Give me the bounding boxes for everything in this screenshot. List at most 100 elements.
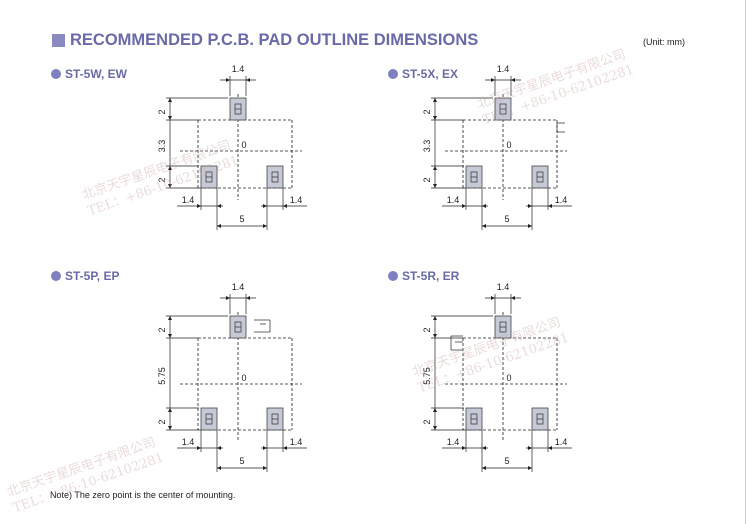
dim-arrow — [283, 446, 287, 450]
dim-arrow — [168, 426, 172, 430]
top-pad — [494, 97, 512, 121]
dim-arrow — [528, 204, 532, 208]
dim-arrow — [462, 204, 466, 208]
dim-bottom-pad-height-label: 2 — [422, 177, 432, 182]
dim-arrow — [226, 78, 230, 82]
dim-top-pad-height-label: 2 — [422, 109, 432, 114]
dim-top-pad-height-label: 2 — [422, 327, 432, 332]
dim-arrow — [511, 78, 515, 82]
dim-arrow — [433, 98, 437, 102]
dim-arrow — [217, 204, 221, 208]
dim-arrow — [246, 78, 250, 82]
dim-arrow — [263, 224, 267, 228]
dim-total-width-label: 5 — [239, 214, 244, 224]
dim-arrow — [433, 426, 437, 430]
bullet-icon — [388, 271, 398, 281]
dim-top-pad-height-label: 2 — [157, 327, 167, 332]
dim-top-width-label: 1.4 — [232, 64, 245, 74]
dim-arrow — [548, 446, 552, 450]
diagram-st5x: 0 1.4 2 3.3 2 1.4 1.4 5 — [422, 64, 572, 230]
bottom-left-pad — [465, 165, 483, 189]
dim-arrow — [548, 204, 552, 208]
bottom-left-pad — [465, 407, 483, 431]
section-label-st5r: ST-5R, ER — [388, 269, 459, 283]
page-edge-rule — [745, 0, 746, 524]
dim-arrow — [528, 466, 532, 470]
dim-arrow — [462, 446, 466, 450]
title-square-icon — [52, 34, 65, 47]
section-label-st5w: ST-5W, EW — [51, 67, 127, 81]
dim-arrow — [197, 446, 201, 450]
bullet-icon — [51, 271, 61, 281]
dim-top-width-label: 1.4 — [497, 64, 510, 74]
top-pad — [494, 315, 512, 339]
dim-top-width-label: 1.4 — [497, 282, 510, 292]
dim-bottom-pad-height-label: 2 — [422, 419, 432, 424]
terminal-outline — [205, 171, 213, 183]
watermark: 北京天宇星辰电子有限公司 TEL：+86-10-62102281 — [5, 433, 166, 517]
top-pad — [229, 97, 247, 121]
section-label-st5p: ST-5P, EP — [51, 269, 119, 283]
dim-bottom-pad-height-label: 2 — [157, 177, 167, 182]
dim-span-vertical-label: 5.75 — [422, 367, 432, 385]
dim-arrow — [433, 116, 437, 120]
origin-label: 0 — [506, 140, 511, 150]
section-label-text: ST-5P, EP — [65, 269, 120, 283]
section-label-text: ST-5R, ER — [402, 269, 460, 283]
dim-arrow — [433, 334, 437, 338]
dim-arrow — [168, 98, 172, 102]
bottom-right-pad — [531, 407, 549, 431]
terminal-outline — [470, 171, 478, 183]
dim-arrow — [263, 446, 267, 450]
terminal-outline — [205, 413, 213, 425]
top-pad — [229, 315, 247, 339]
dim-left-pad-width-label: 1.4 — [182, 437, 195, 447]
dim-total-width-label: 5 — [239, 456, 244, 466]
dim-right-pad-width-label: 1.4 — [555, 437, 568, 447]
dim-arrow — [246, 296, 250, 300]
dim-right-pad-width-label: 1.4 — [555, 195, 568, 205]
dim-arrow — [482, 446, 486, 450]
dim-arrow — [217, 446, 221, 450]
dim-left-pad-width-label: 1.4 — [447, 195, 460, 205]
bottom-left-pad — [200, 165, 218, 189]
dim-arrow — [433, 408, 437, 412]
terminal-outline — [470, 413, 478, 425]
terminal-outline — [536, 413, 544, 425]
dim-arrow — [528, 446, 532, 450]
dim-arrow — [217, 224, 221, 228]
dim-arrow — [433, 316, 437, 320]
dim-arrow — [491, 296, 495, 300]
unit-label: (Unit: mm) — [643, 37, 685, 47]
dim-arrow — [283, 204, 287, 208]
dim-arrow — [491, 78, 495, 82]
terminal-outline — [234, 321, 242, 333]
origin-label: 0 — [241, 140, 246, 150]
dim-arrow — [197, 204, 201, 208]
footnote: Note) The zero point is the center of mo… — [50, 490, 236, 500]
bullet-icon — [388, 69, 398, 79]
dim-span-vertical-label: 3.3 — [422, 140, 432, 153]
dim-right-pad-width-label: 1.4 — [290, 437, 303, 447]
dim-arrow — [168, 408, 172, 412]
dim-arrow — [482, 466, 486, 470]
dim-arrow — [528, 224, 532, 228]
bottom-left-pad — [200, 407, 218, 431]
dim-total-width-label: 5 — [504, 456, 509, 466]
dim-arrow — [226, 296, 230, 300]
dim-arrow — [217, 466, 221, 470]
dim-arrow — [168, 184, 172, 188]
terminal-outline — [499, 321, 507, 333]
terminal-outline — [234, 103, 242, 115]
dim-arrow — [168, 116, 172, 120]
dim-arrow — [168, 334, 172, 338]
page-title: RECOMMENDED P.C.B. PAD OUTLINE DIMENSION… — [52, 31, 478, 50]
origin-label: 0 — [241, 373, 246, 383]
dim-arrow — [168, 166, 172, 170]
dim-total-width-label: 5 — [504, 214, 509, 224]
dim-arrow — [511, 296, 515, 300]
dim-span-vertical-label: 3.3 — [157, 140, 167, 153]
